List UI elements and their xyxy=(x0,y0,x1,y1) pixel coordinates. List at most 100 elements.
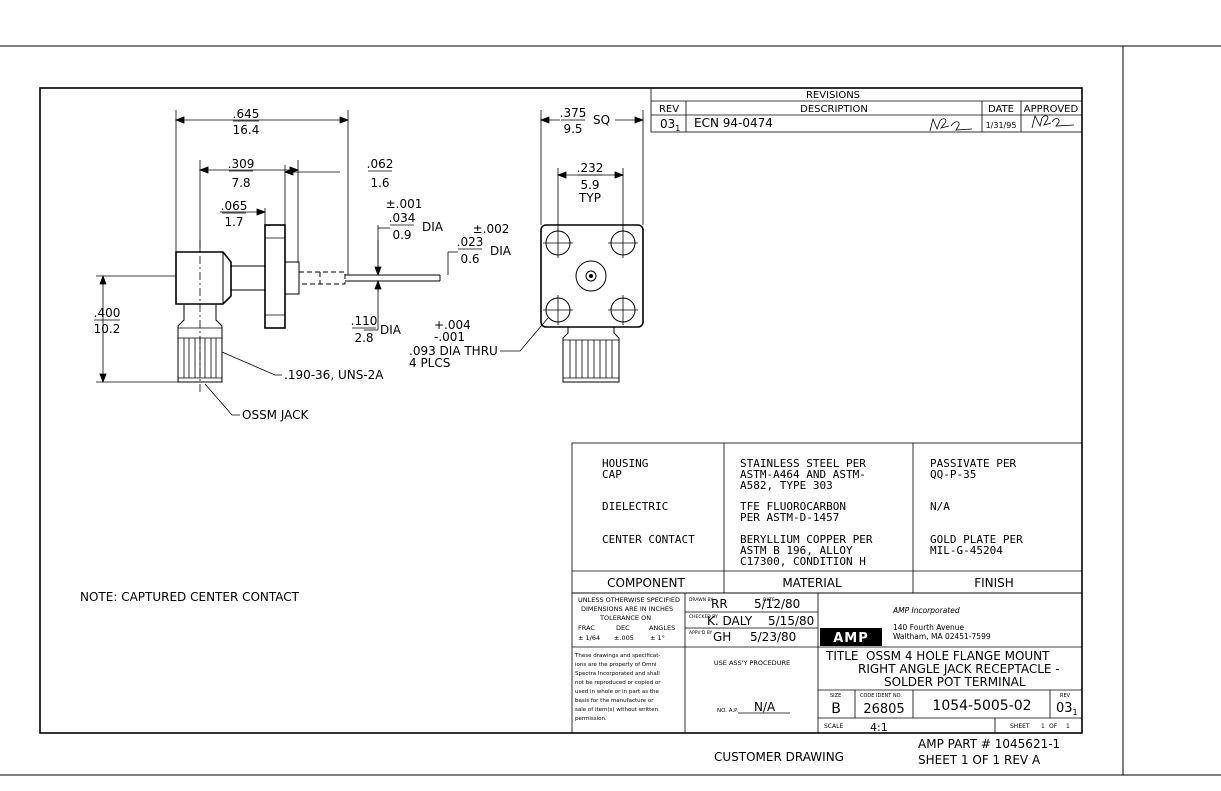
tol-dec-value: ±.005 xyxy=(614,634,634,642)
bom-finish-3b: MIL-G-45204 xyxy=(930,544,1003,557)
checked-by-label: CHECKED BY xyxy=(689,614,718,620)
rev-header: REV xyxy=(659,104,679,115)
dim-spacing-mm: 5.9 xyxy=(580,178,599,192)
bom-material-3b: ASTM B 196, ALLOY xyxy=(740,544,853,557)
dim-height-mm: 10.2 xyxy=(94,322,121,336)
checked-by: K. DALY xyxy=(707,614,753,628)
dim-square-mm: 9.5 xyxy=(563,122,582,136)
size-label: SIZE xyxy=(830,693,841,699)
bom-material-3c: C17300, CONDITION H xyxy=(740,555,866,568)
of-label: OF xyxy=(1049,723,1058,730)
dim-dielectric-mm: 2.8 xyxy=(354,331,373,345)
dim-dielectric-suffix: DIA xyxy=(380,323,402,337)
dim-spacing-in: .232 xyxy=(577,161,604,175)
code-ident-label: CODE IDENT NO. xyxy=(860,693,902,699)
dim-overall-mm: 16.4 xyxy=(233,123,260,137)
revision-date: 1/31/95 xyxy=(986,121,1017,130)
bom-finish-1a: PASSIVATE PER xyxy=(930,457,1016,470)
tolerance-line-2: DIMENSIONS ARE IN INCHES xyxy=(581,605,673,613)
drawing-number: 1054-5005-02 xyxy=(932,698,1031,714)
dim-contact-suffix: DIA xyxy=(422,220,444,234)
revision-description: ECN 94-0474 xyxy=(694,116,773,130)
dim-contact-mm: 0.9 xyxy=(392,228,411,242)
bom-component-header: COMPONENT xyxy=(607,576,685,590)
revision-rev: 031 xyxy=(660,117,680,133)
approval-signature xyxy=(1031,114,1075,129)
dim-flange-gap-mm: 1.7 xyxy=(224,215,243,229)
dim-square-in: .375 xyxy=(560,106,587,120)
dim-body-in: .309 xyxy=(228,157,255,171)
no-ap-label: NO. A.P. xyxy=(717,708,739,714)
approved-date: 5/23/80 xyxy=(750,630,796,644)
front-view: .375 9.5 SQ .232 5.9 TYP +.004 -.001 .09… xyxy=(409,106,645,383)
rev-value: 031 xyxy=(1056,701,1078,717)
scale-value: 4:1 xyxy=(870,721,888,734)
description-header: DESCRIPTION xyxy=(800,104,868,115)
dim-pin-mm: 0.6 xyxy=(460,252,479,266)
approved-by-label: APPV'D BY xyxy=(689,630,713,636)
customer-drawing-label: CUSTOMER DRAWING xyxy=(714,750,844,764)
dim-pin-suffix: DIA xyxy=(490,244,512,258)
amp-logo-box xyxy=(820,628,882,646)
revisions-title: REVISIONS xyxy=(806,90,860,101)
dim-overall-in: .645 xyxy=(233,107,260,121)
dim-dielectric-in: .110 xyxy=(351,314,378,328)
of-value: 1 xyxy=(1066,723,1070,730)
dim-spacing-suffix: TYP xyxy=(578,191,601,205)
title-label: TITLE xyxy=(825,649,858,663)
no-ap-value: N/A xyxy=(754,700,776,714)
company-address-1: 140 Fourth Avenue xyxy=(893,623,965,632)
code-ident-value: 26805 xyxy=(863,702,904,717)
dim-flange-gap-in: .065 xyxy=(221,199,248,213)
amp-part-number: AMP PART # 1045621-1 xyxy=(918,737,1060,751)
assy-procedure-label: USE ASS'Y PROCEDURE xyxy=(714,659,790,667)
title-line-2: RIGHT ANGLE JACK RECEPTACLE - xyxy=(858,662,1060,676)
dim-pin-in: .023 xyxy=(457,235,484,249)
proprietary-6: basis for the manufacture or xyxy=(575,698,654,704)
drawn-by-label: DRAWN BY xyxy=(689,597,713,603)
bom-component-1b: CAP xyxy=(602,468,622,481)
rev-label: REV xyxy=(1060,693,1071,699)
tolerance-line-1: UNLESS OTHERWISE SPECIFIED xyxy=(578,596,680,604)
amp-logo: AMP xyxy=(833,631,869,646)
thread-label: .190-36, UNS-2A xyxy=(284,368,384,382)
sheet-label: SHEET xyxy=(1010,723,1030,730)
jack-label: OSSM JACK xyxy=(242,408,310,422)
proprietary-3: Spectra Incorporated and shall xyxy=(575,671,660,677)
bom-finish-1b: QQ-P-35 xyxy=(930,468,976,481)
proprietary-5: used in whole or in part as the xyxy=(575,689,660,695)
bom-material-2b: PER ASTM-D-1457 xyxy=(740,511,839,524)
tol-angles-header: ANGLES xyxy=(649,624,675,632)
dim-pin-tol: ±.002 xyxy=(473,222,510,236)
tol-angles-value: ± 1° xyxy=(650,634,665,642)
note-text: NOTE: CAPTURED CENTER CONTACT xyxy=(80,590,300,604)
proprietary-1: These drawings and specificat- xyxy=(574,653,660,659)
hole-count: 4 PLCS xyxy=(409,356,450,370)
bom-material-header: MATERIAL xyxy=(782,576,842,590)
footer-sheet: SHEET 1 OF 1 REV A xyxy=(918,753,1041,767)
bom-material-2a: TFE FLUOROCARBON xyxy=(740,500,846,513)
title-block: UNLESS OTHERWISE SPECIFIED DIMENSIONS AR… xyxy=(571,592,1083,734)
sheet-value: 1 xyxy=(1041,723,1045,730)
dim-contact-in: .034 xyxy=(389,211,416,225)
hole-label: .093 DIA THRU xyxy=(409,344,498,358)
revisions-table: REVISIONS REV DESCRIPTION DATE APPROVED … xyxy=(650,87,1083,133)
dim-flange-thk-in: .062 xyxy=(367,157,394,171)
bom-material-1b: ASTM-A464 AND ASTM- xyxy=(740,468,866,481)
dim-height-in: .400 xyxy=(94,306,121,320)
bom-table: HOUSING CAP STAINLESS STEEL PER ASTM-A46… xyxy=(571,442,1083,594)
tol-frac-value: ± 1/64 xyxy=(578,634,600,642)
dim-body-mm: 7.8 xyxy=(231,176,250,190)
hole-tol-minus: -.001 xyxy=(434,330,465,344)
drawn-date: 5/12/80 xyxy=(754,597,800,611)
dim-square-suffix: SQ xyxy=(593,113,610,127)
tol-frac-header: FRAC xyxy=(578,624,595,632)
hole-tol-plus: +.004 xyxy=(434,318,471,332)
proprietary-7: sale of item(s) without written xyxy=(575,707,659,713)
bom-finish-3a: GOLD PLATE PER xyxy=(930,533,1023,546)
approved-by: GH xyxy=(713,630,731,644)
bom-material-1c: A582, TYPE 303 xyxy=(740,479,833,492)
proprietary-4: not be reproduced or copied or xyxy=(575,680,661,686)
tolerance-line-3: TOLERANCE ON xyxy=(599,614,651,622)
